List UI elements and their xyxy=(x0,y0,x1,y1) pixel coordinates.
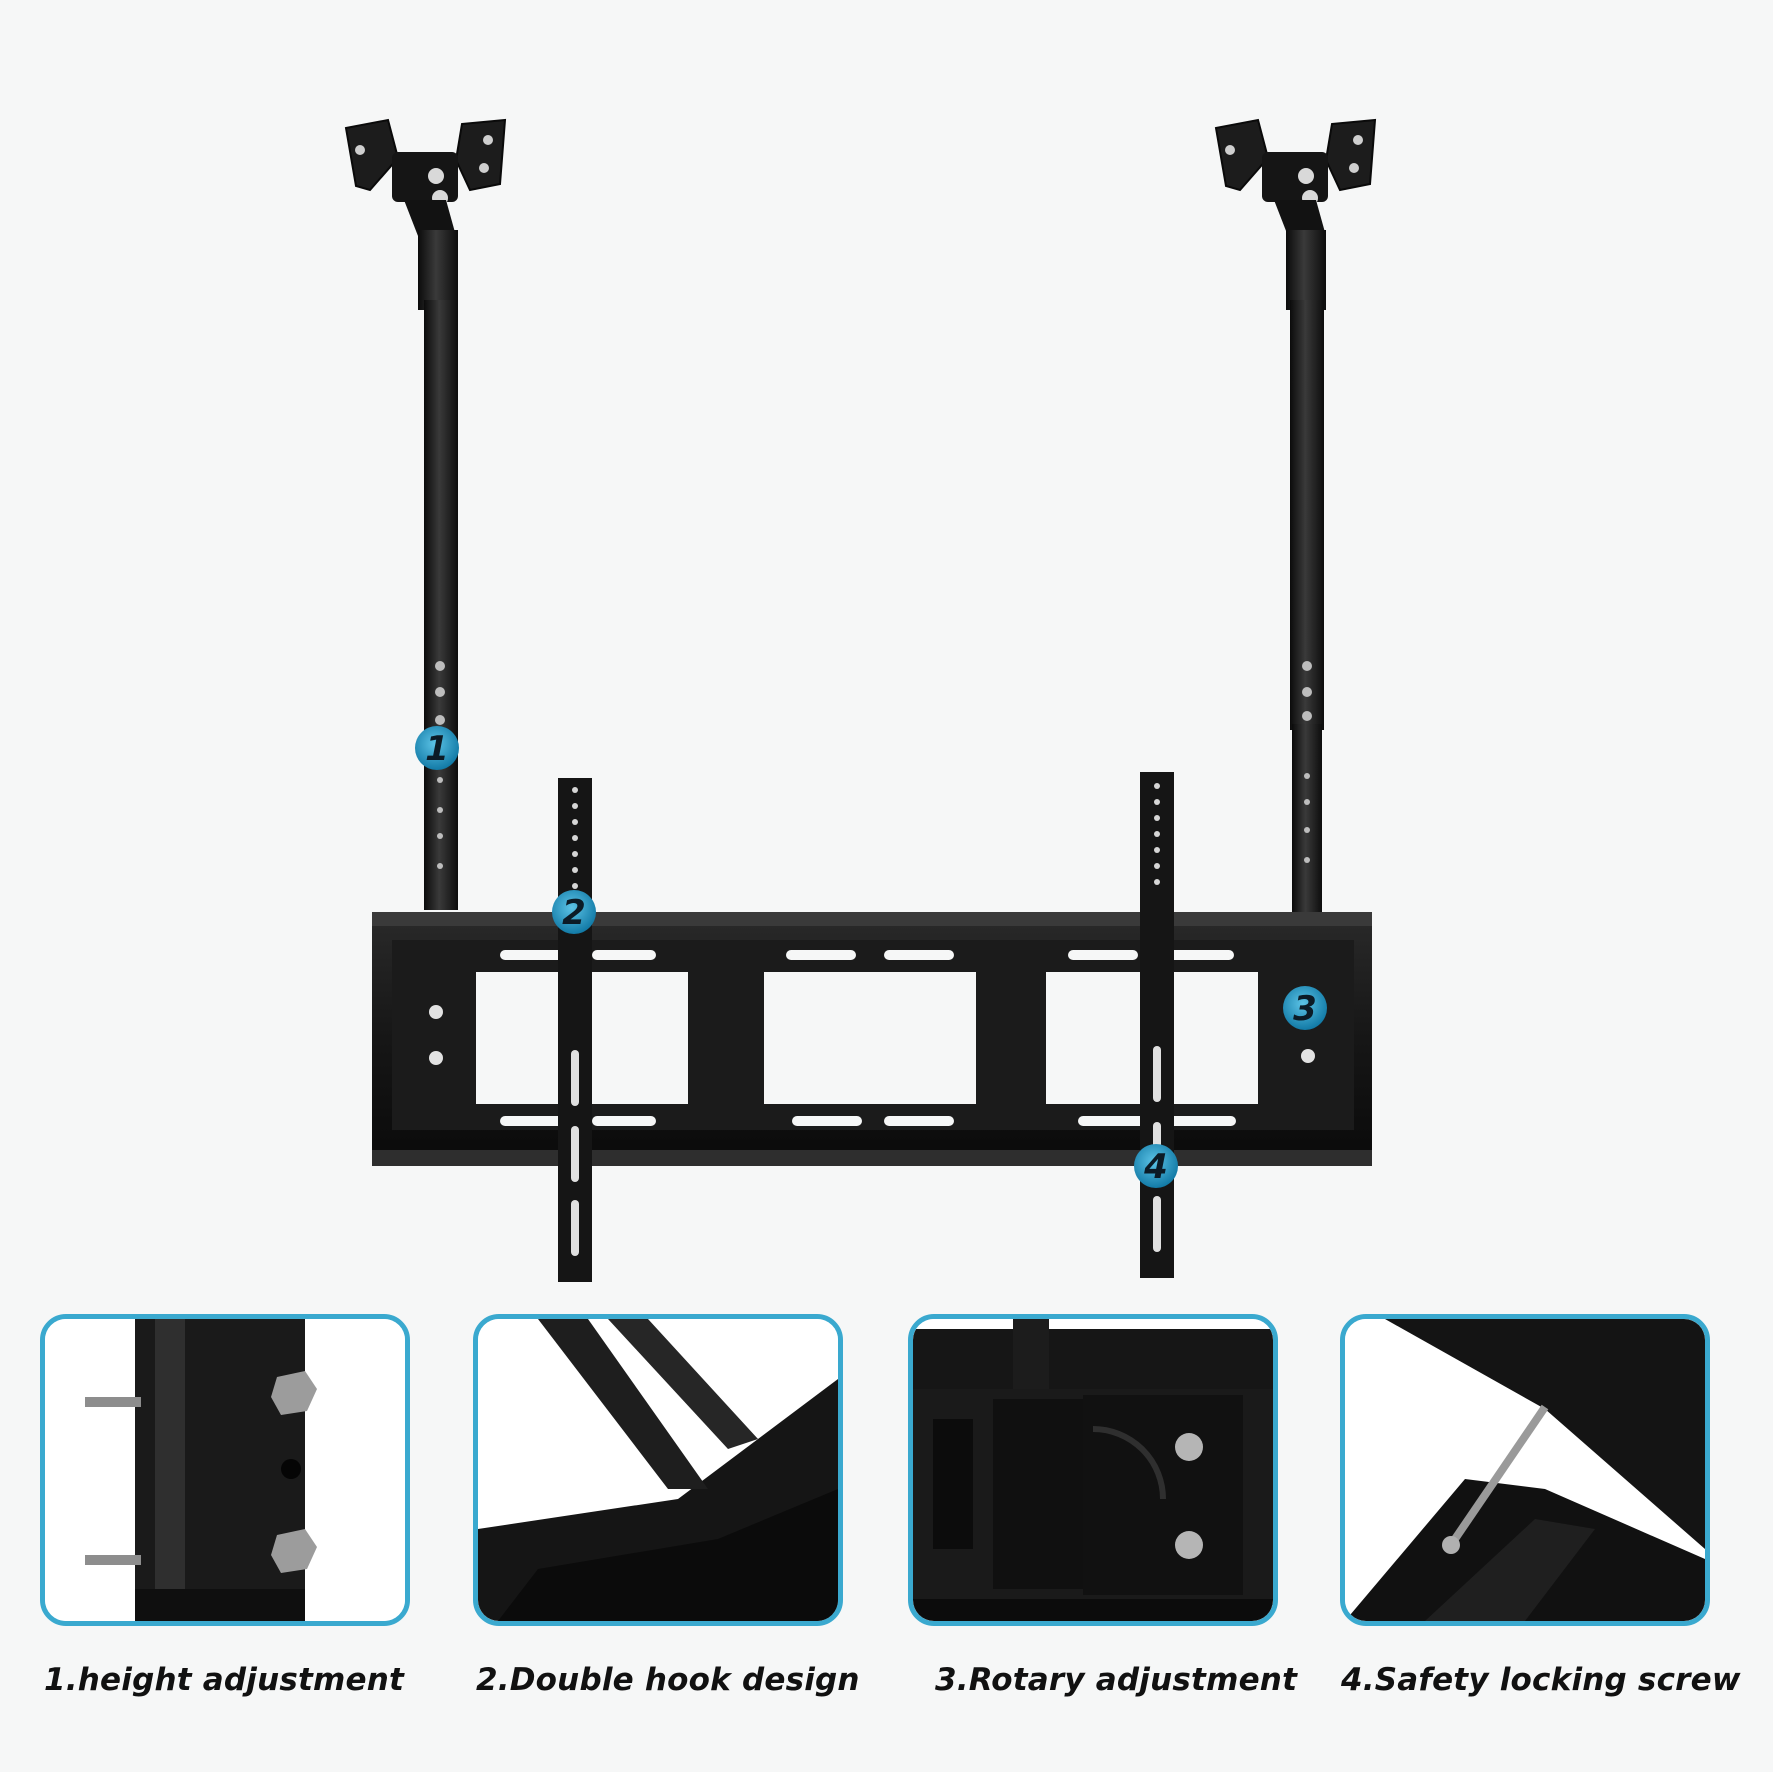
detail-panel-double-hook xyxy=(473,1314,843,1626)
marker-2-label: 2 xyxy=(562,893,586,933)
hook-closeup-image xyxy=(478,1319,838,1621)
caption-double-hook-design: 2.Double hook design xyxy=(476,1662,860,1698)
caption-rotary-adjustment: 3.Rotary adjustment xyxy=(935,1662,1298,1698)
marker-4-label: 4 xyxy=(1143,1147,1168,1187)
pole-closeup-image xyxy=(45,1319,405,1621)
left-hook-arm xyxy=(558,778,592,1282)
right-pole xyxy=(1286,230,1326,914)
detail-panel-safety-screw xyxy=(1340,1314,1710,1626)
marker-4: 4 xyxy=(1134,1144,1178,1188)
mounting-plate xyxy=(372,912,1372,1166)
screw-closeup-image xyxy=(1345,1319,1705,1621)
right-hook-arm xyxy=(1140,772,1174,1278)
marker-3-label: 3 xyxy=(1293,989,1317,1029)
detail-panel-rotary-adjustment xyxy=(908,1314,1278,1626)
marker-1-label: 1 xyxy=(425,729,449,769)
marker-3: 3 xyxy=(1283,986,1327,1030)
caption-height-adjustment: 1.height adjustment xyxy=(44,1662,405,1698)
marker-1: 1 xyxy=(415,726,459,770)
caption-safety-locking-screw: 4.Safety locking screw xyxy=(1341,1662,1741,1698)
right-ceiling-bracket xyxy=(1214,118,1377,236)
marker-2: 2 xyxy=(552,890,596,934)
left-ceiling-bracket xyxy=(344,118,507,236)
detail-panel-height-adjustment xyxy=(40,1314,410,1626)
left-pole xyxy=(418,230,458,910)
rotary-closeup-image xyxy=(913,1319,1273,1621)
